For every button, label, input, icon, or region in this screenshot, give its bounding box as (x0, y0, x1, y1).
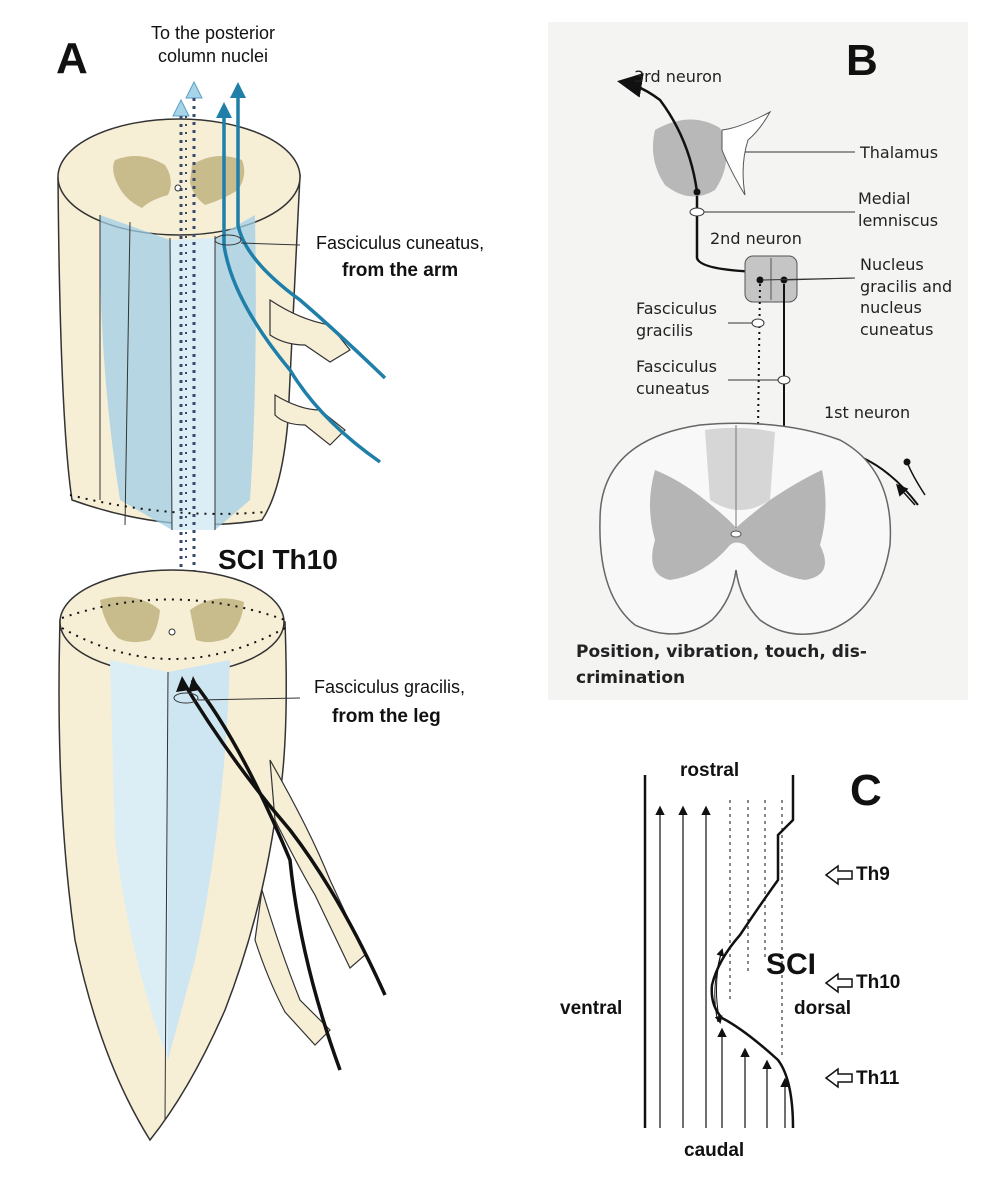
fasciculus-cuneatus-label: Fasciculus cuneatus, (316, 233, 485, 253)
dorsal-label: dorsal (794, 998, 852, 1019)
medial-lemniscus-label: Medial lemniscus (858, 188, 938, 231)
first-neuron-label: 1st neuron (824, 403, 911, 422)
fasciculus-cuneatus-source: from the arm (342, 260, 459, 281)
caption-line1: Position, vibration, touch, dis- (576, 642, 867, 662)
th10-label: Th10 (856, 972, 901, 993)
panel-c-letter: C (850, 766, 882, 815)
fg-line2: gracilis (636, 320, 694, 340)
th-marker-arrows (824, 864, 853, 1089)
caudal-label: caudal (684, 1140, 745, 1161)
dorsal-column-tracts (172, 80, 387, 660)
panel-b-caption: Position, vibration, touch, dis- crimina… (576, 640, 867, 691)
posterior-nuclei-label: To the posterior column nuclei (138, 22, 288, 69)
nucleus-line4: cuneatus (860, 319, 934, 339)
sci-th10-label: SCI Th10 (218, 544, 338, 575)
panel-a-diagram (57, 80, 387, 1142)
thalamus-label: Thalamus (860, 143, 939, 162)
posterior-nuclei-line1: To the posterior (150, 23, 276, 43)
fasciculus-cuneatus-b-label: Fasciculus cuneatus (636, 356, 717, 399)
third-neuron-label: 3rd neuron (634, 67, 722, 86)
panel-a-letter: A (56, 34, 88, 83)
nucleus-gracilis-cuneatus-label: Nucleus gracilis and nucleus cuneatus (860, 254, 952, 340)
fc-line2: cuneatus (636, 378, 710, 398)
upper-cord-segment (57, 118, 351, 531)
fasciculus-gracilis-label: Fasciculus gracilis, (314, 677, 466, 697)
lower-cord-segment (58, 569, 387, 1142)
panel-b-letter: B (846, 36, 878, 85)
th11-label: Th11 (856, 1068, 900, 1089)
fc-line1: Fasciculus (636, 357, 717, 376)
sci-label: SCI (766, 948, 817, 981)
rostral-label: rostral (680, 760, 740, 781)
second-neuron-label: 2nd neuron (710, 229, 802, 248)
fg-line1: Fasciculus (636, 299, 717, 318)
th9-label: Th9 (856, 864, 890, 885)
nucleus-line2: gracilis and (860, 276, 953, 296)
fasciculus-gracilis-b-label: Fasciculus gracilis (636, 298, 717, 341)
panel-c-diagram (643, 775, 853, 1129)
caption-line2: crimination (576, 667, 686, 688)
fasciculus-gracilis-source: from the leg (332, 706, 441, 727)
medial-lemniscus-line2: lemniscus (858, 210, 939, 230)
posterior-nuclei-line2: column nuclei (157, 46, 269, 67)
ventral-label: ventral (560, 998, 623, 1019)
medial-lemniscus-line1: Medial (858, 189, 911, 208)
nucleus-line1: Nucleus (860, 255, 924, 274)
nucleus-line3: nucleus (860, 298, 922, 318)
panel-b-diagram (599, 72, 926, 635)
